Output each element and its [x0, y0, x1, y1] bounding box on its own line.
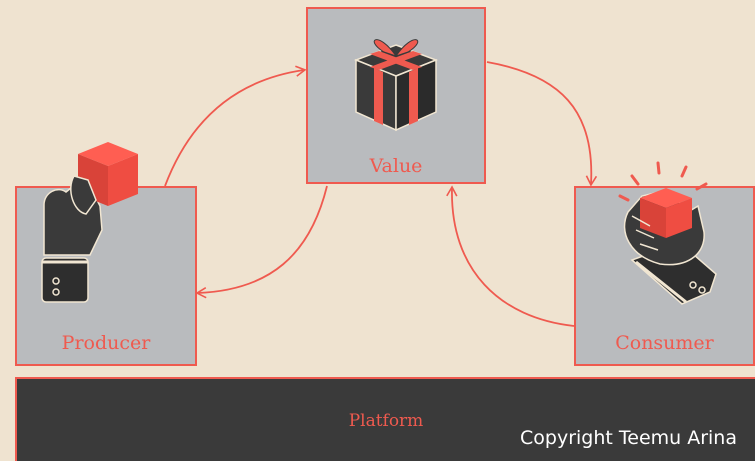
copyright-notice: Copyright Teemu Arina [520, 427, 737, 449]
platform-bar: Platform Copyright Teemu Arina [15, 377, 755, 461]
hand-grabbing-cube-icon [618, 161, 717, 305]
arrow-producer-to-value [164, 65, 307, 187]
value-node: Value [306, 7, 486, 184]
producer-label: Producer [61, 332, 151, 354]
arrow-consumer-to-value [446, 185, 575, 327]
gift-box-icon [353, 39, 439, 132]
arrow-value-to-consumer [486, 61, 598, 187]
hand-holding-cube-icon [41, 142, 138, 303]
consumer-label: Consumer [615, 332, 714, 354]
arrow-value-to-producer [195, 185, 328, 299]
value-label: Value [369, 155, 423, 177]
platform-label: Platform [348, 411, 424, 431]
